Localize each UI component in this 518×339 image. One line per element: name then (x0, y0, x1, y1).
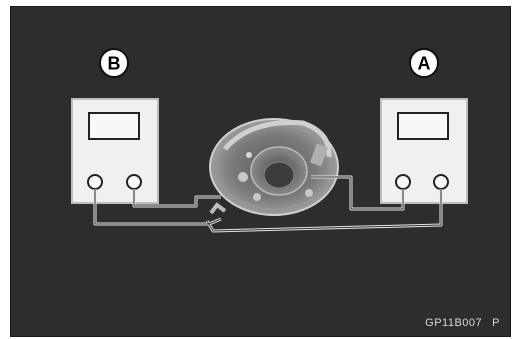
meter-b-display (89, 113, 139, 139)
label-a-badge: A (410, 49, 438, 77)
label-b-text: B (108, 54, 121, 74)
label-b-badge: B (100, 49, 128, 77)
meter-b-terminal-right (127, 175, 141, 189)
center-component (210, 119, 338, 215)
figure-code-id: GP11B007 (425, 317, 482, 329)
meter-b-terminal-left (88, 175, 102, 189)
meter-a (381, 99, 467, 203)
meter-a-terminal-right (434, 175, 448, 189)
figure-code: GP11B007 P (415, 317, 500, 329)
meter-b (72, 99, 158, 203)
label-a-text: A (418, 54, 431, 74)
figure-code-suffix: P (492, 317, 500, 329)
photo-panel: B A (10, 6, 511, 337)
meter-a-display (398, 113, 448, 139)
meter-a-terminal-left (396, 175, 410, 189)
wiring-illustration: B A (11, 7, 511, 337)
